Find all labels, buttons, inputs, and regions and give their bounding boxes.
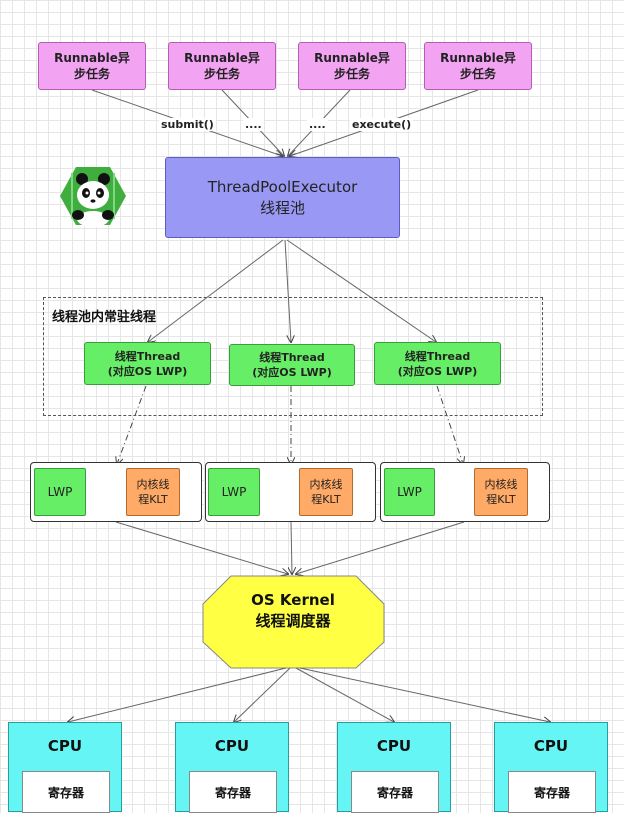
runnable-task-2: Runnable异步任务 xyxy=(168,42,276,90)
cpu-2: CPU 寄存器 xyxy=(175,722,289,813)
register-box: 寄存器 xyxy=(22,771,110,813)
kernel-cpu1-edge xyxy=(68,667,287,722)
klt-line: 程KLT xyxy=(486,493,516,506)
executor-subtitle: 线程池 xyxy=(259,198,305,217)
task-label: Runnable异步任务 xyxy=(184,51,260,81)
cpu-3: CPU 寄存器 xyxy=(337,722,451,813)
pair2-kernel-edge xyxy=(291,521,292,574)
exec-thread3-edge xyxy=(286,239,436,342)
cpu-4: CPU 寄存器 xyxy=(494,722,608,813)
task-label: Runnable异步任务 xyxy=(54,51,130,81)
edge-label-submit: submit() xyxy=(159,118,216,131)
klt-box: 内核线程KLT xyxy=(299,468,353,516)
kernel-cpu4-edge xyxy=(299,667,550,722)
klt-line: 程KLT xyxy=(311,493,341,506)
runnable-task-4: Runnable异步任务 xyxy=(424,42,532,90)
register-box: 寄存器 xyxy=(508,771,596,813)
exec-thread2-edge xyxy=(284,239,291,342)
runnable-task-1: Runnable异步任务 xyxy=(38,42,146,90)
register-box: 寄存器 xyxy=(189,771,277,813)
kernel-cpu3-edge xyxy=(295,667,394,722)
klt-line: 内核线 xyxy=(136,478,170,491)
pair1-kernel-edge xyxy=(115,521,288,574)
cpu-label: CPU xyxy=(376,737,412,755)
lwp-box: LWP xyxy=(208,468,260,516)
lwp-box: LWP xyxy=(384,468,435,516)
klt-line: 内核线 xyxy=(484,478,518,491)
thread3-lwp-edge xyxy=(436,385,463,464)
thread-1: 线程Thread(对应OS LWP) xyxy=(84,342,211,385)
thread-desc: (对应OS LWP) xyxy=(107,364,188,378)
kernel-subtitle: 线程调度器 xyxy=(255,612,331,630)
thread-name: 线程Thread xyxy=(404,349,471,363)
klt-box: 内核线程KLT xyxy=(126,468,180,516)
edge-label-dots-2: .... xyxy=(307,118,328,131)
task-label: Runnable异步任务 xyxy=(314,51,390,81)
cpu-label: CPU xyxy=(533,737,569,755)
klt-line: 程KLT xyxy=(138,493,168,506)
register-box: 寄存器 xyxy=(351,771,439,813)
thread-desc: (对应OS LWP) xyxy=(397,364,478,378)
edge-label-dots-1: .... xyxy=(243,118,264,131)
klt-box: 内核线程KLT xyxy=(474,468,528,516)
lwp-box: LWP xyxy=(34,468,86,516)
thread-name: 线程Thread xyxy=(259,351,325,364)
thread1-lwp-edge xyxy=(117,385,147,464)
thread-desc: (对应OS LWP) xyxy=(252,366,332,379)
cpu-label: CPU xyxy=(47,737,83,755)
cpu-1: CPU 寄存器 xyxy=(8,722,122,813)
os-kernel-scheduler: OS Kernel 线程调度器 xyxy=(203,590,383,632)
thread-3: 线程Thread(对应OS LWP) xyxy=(374,342,501,385)
panda-logo-icon xyxy=(58,165,128,227)
thread-name: 线程Thread xyxy=(114,349,181,363)
runnable-task-3: Runnable异步任务 xyxy=(298,42,406,90)
executor-title: ThreadPoolExecutor xyxy=(207,177,358,196)
thread-pool-executor: ThreadPoolExecutor 线程池 xyxy=(165,157,400,238)
resident-threads-region xyxy=(43,297,543,416)
kernel-title: OS Kernel xyxy=(251,591,335,609)
kernel-shape xyxy=(202,575,385,669)
thread-2: 线程Thread (对应OS LWP) xyxy=(229,344,355,386)
edge-label-execute: execute() xyxy=(350,118,414,131)
cpu-label: CPU xyxy=(214,737,250,755)
kernel-cpu2-edge xyxy=(234,667,291,722)
klt-line: 内核线 xyxy=(309,478,343,491)
exec-thread1-edge xyxy=(148,239,284,342)
pair3-kernel-edge xyxy=(296,521,465,574)
task-label: Runnable异步任务 xyxy=(440,51,516,81)
region-title: 线程池内常驻线程 xyxy=(52,310,157,325)
